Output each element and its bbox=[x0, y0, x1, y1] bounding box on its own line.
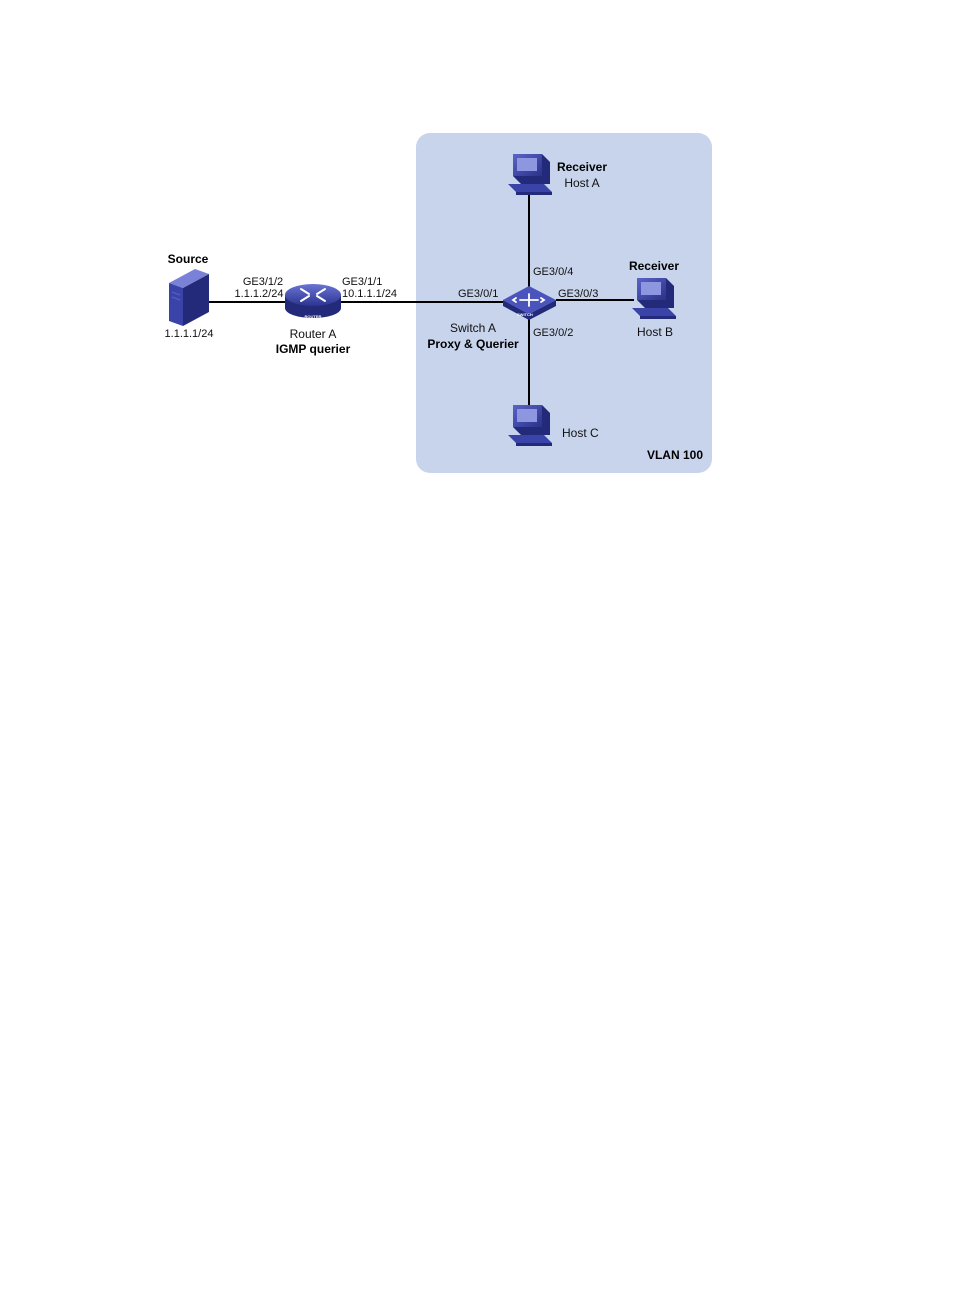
links bbox=[208, 195, 634, 408]
switch-port-top: GE3/0/4 bbox=[533, 266, 573, 278]
vlan-label: VLAN 100 bbox=[647, 448, 703, 462]
router-tag: ROUTER bbox=[305, 314, 322, 319]
pc-icon bbox=[508, 154, 552, 195]
host-c-name: Host C bbox=[562, 426, 599, 440]
switch-port-up: GE3/0/1 bbox=[458, 288, 498, 300]
host-b-name: Host B bbox=[637, 325, 673, 339]
pc-icon bbox=[632, 278, 676, 319]
router-name: Router A bbox=[290, 327, 337, 341]
server-icon bbox=[169, 269, 209, 326]
router-if-right-name: GE3/1/1 bbox=[342, 276, 382, 288]
router-role: IGMP querier bbox=[276, 342, 351, 356]
host-b-role: Receiver bbox=[629, 259, 679, 273]
vlan-area bbox=[416, 133, 712, 473]
host-a-name: Host A bbox=[564, 176, 599, 190]
router-if-left-ip: 1.1.1.2/24 bbox=[235, 288, 284, 300]
switch-role: Proxy & Querier bbox=[427, 337, 519, 351]
pc-icon bbox=[508, 405, 552, 446]
switch-name: Switch A bbox=[450, 321, 496, 335]
router-if-right-ip: 10.1.1.1/24 bbox=[342, 288, 397, 300]
switch-icon: SWITCH bbox=[503, 286, 556, 320]
router-icon: ROUTER bbox=[285, 284, 341, 319]
router-if-left-name: GE3/1/2 bbox=[243, 276, 283, 288]
switch-port-bottom: GE3/0/2 bbox=[533, 327, 573, 339]
switch-tag: SWITCH bbox=[517, 312, 533, 317]
source-role: Source bbox=[168, 252, 209, 266]
host-a-role: Receiver bbox=[557, 160, 607, 174]
source-ip: 1.1.1.1/24 bbox=[165, 328, 214, 340]
switch-port-right: GE3/0/3 bbox=[558, 288, 598, 300]
